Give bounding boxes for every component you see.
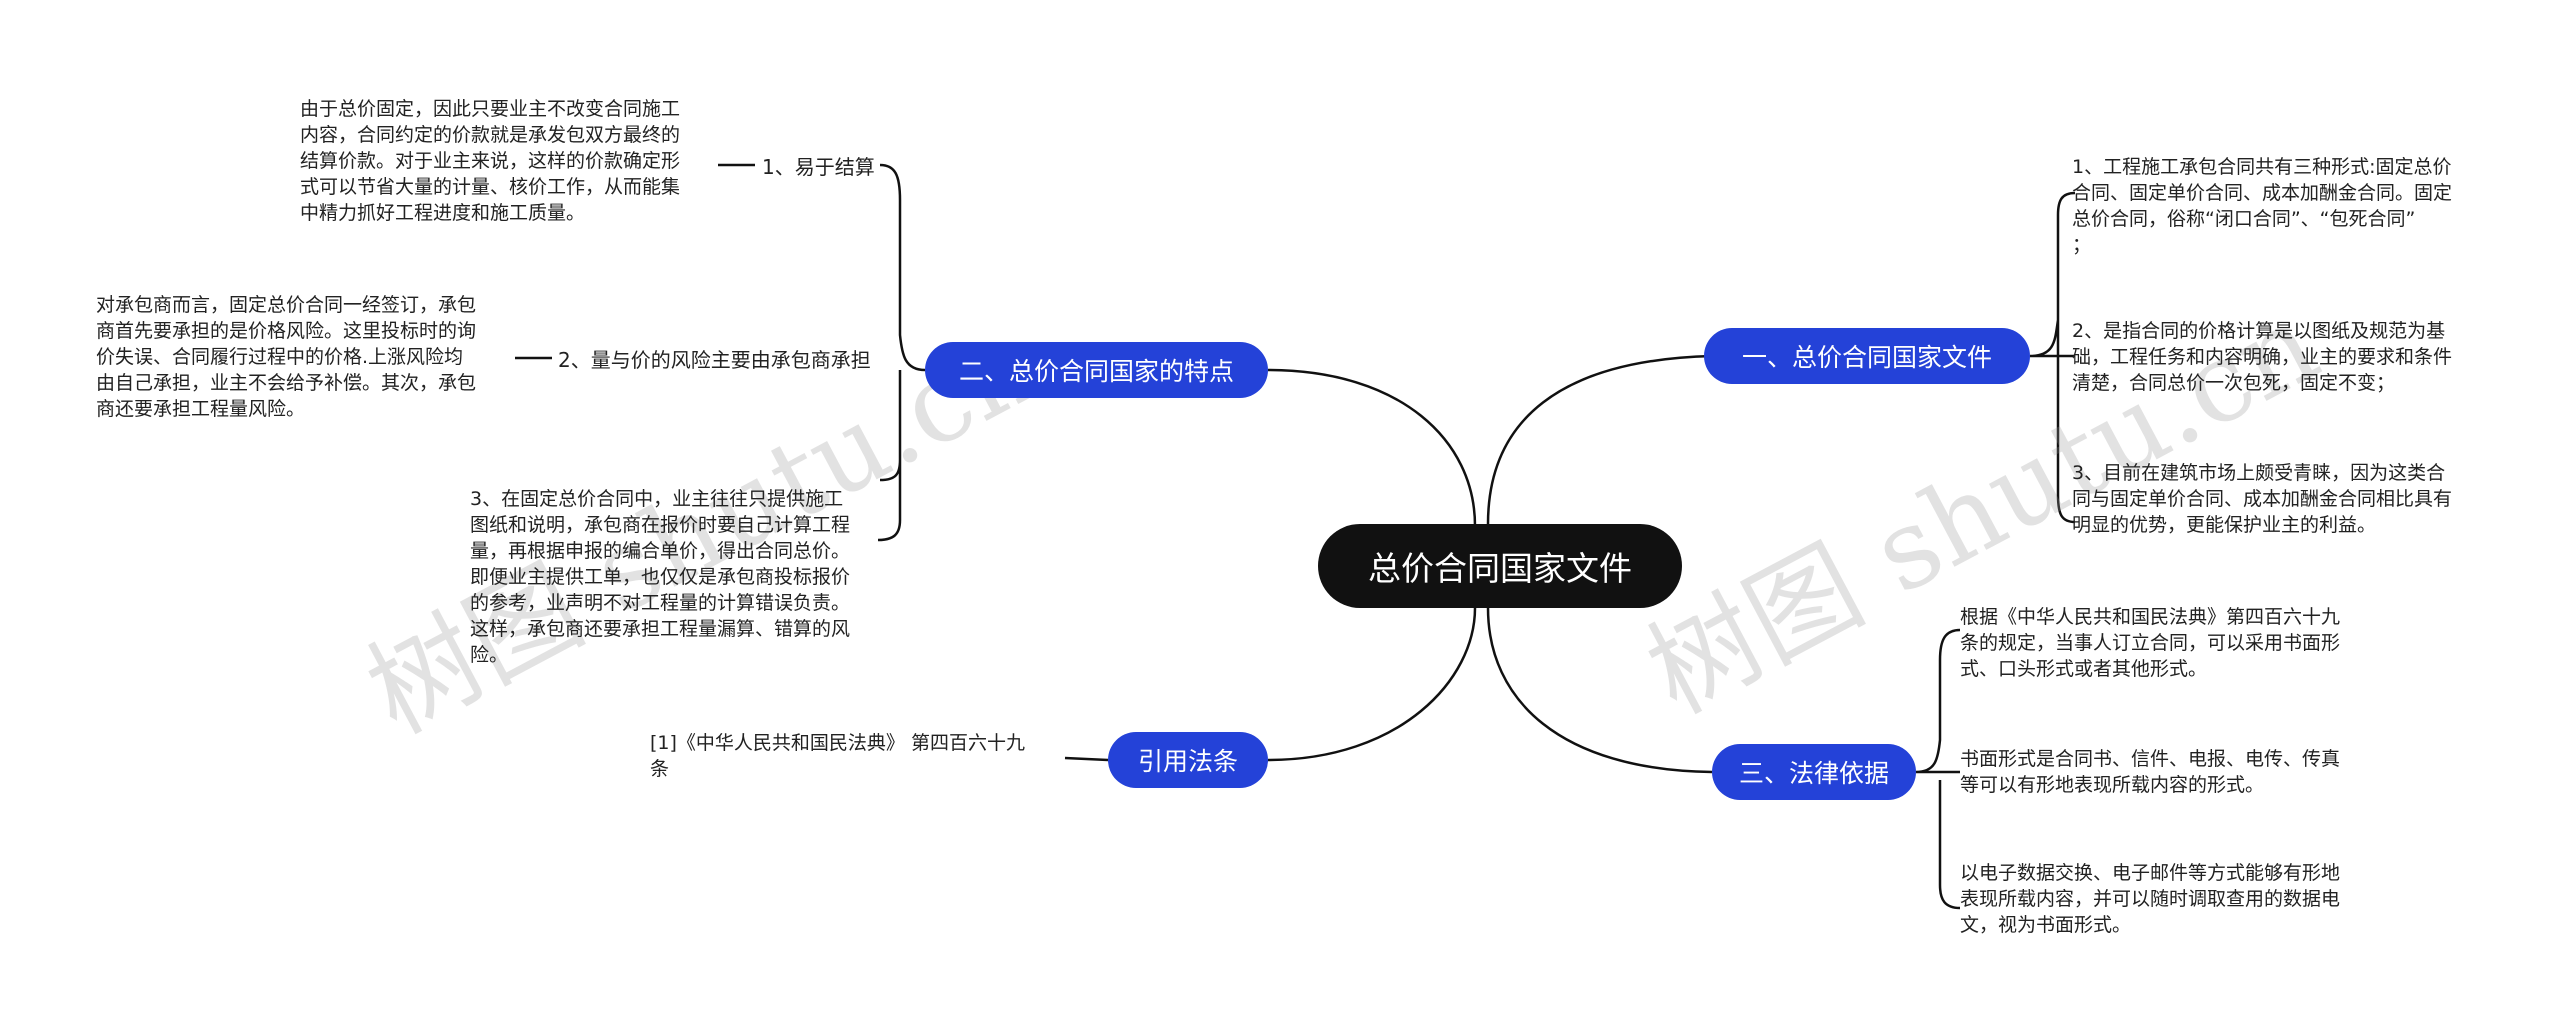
leaf-line: 础，工程任务和内容明确，业主的要求和条件	[2072, 346, 2453, 368]
leaf-line: 中精力抓好工程进度和施工质量。	[300, 202, 586, 224]
leaf-line: 条	[650, 758, 670, 780]
leaf-line: 等可以有形地表现所载内容的形式。	[1960, 774, 2265, 796]
leaf-line: 商还要承担工程量风险。	[96, 398, 306, 420]
leaf-line: 根据《中华人民共和国民法典》第四百六十九	[1960, 606, 2341, 628]
branch-cited-law[interactable]: 引用法条	[1108, 732, 1268, 788]
connector-b4-items	[1064, 756, 1109, 762]
leaf-line: 价失误、合同履行过程中的价格.上涨风险均	[96, 346, 464, 368]
root-node[interactable]: 总价合同国家文件	[1318, 524, 1682, 608]
b1-item-2: 2、是指合同的价格计算是以图纸及规范为基 础，工程任务和内容明确，业主的要求和条…	[2072, 318, 2502, 396]
leaf-line: 对承包商而言，固定总价合同一经签订，承包	[96, 294, 477, 316]
leaf-line: 式、口头形式或者其他形式。	[1960, 658, 2208, 680]
leaf-line: 表现所载内容，并可以随时调取查用的数据电	[1960, 888, 2341, 910]
leaf-line: 由自己承担，业主不会给予补偿。其次，承包	[96, 372, 477, 394]
leaf-line: 这样，承包商还要承担工程量漏算、错算的风	[470, 618, 851, 640]
leaf-line: 内容，合同约定的价款就是承发包双方最终的	[300, 124, 681, 146]
branch-legal-basis[interactable]: 三、法律依据	[1712, 744, 1916, 800]
leaf-line: 条的规定，当事人订立合同，可以采用书面形	[1960, 632, 2341, 654]
leaf-line: 总价合同，俗称“闭口合同”、“包死合同”	[2072, 208, 2416, 230]
leaf-line: 以电子数据交换、电子邮件等方式能够有形地	[1960, 862, 2341, 884]
leaf-line: 式可以节省大量的计量、核价工作，从而能集	[300, 176, 681, 198]
leaf-line: 书面形式是合同书、信件、电报、电传、传真	[1960, 748, 2341, 770]
leaf-line: 结算价款。对于业主来说，这样的价款确定形	[300, 150, 681, 172]
b4-item-1: [1]《中华人民共和国民法典》 第四百六十九 条	[650, 730, 1070, 782]
leaf-line: 3、目前在建筑市场上颇受青睐，因为这类合	[2072, 462, 2446, 484]
leaf-line: 量，再根据申报的编合单价，得出合同总价。	[470, 540, 851, 562]
b3-item-1: 根据《中华人民共和国民法典》第四百六十九 条的规定，当事人订立合同，可以采用书面…	[1960, 604, 2390, 682]
b2-sub1-detail: 由于总价固定，因此只要业主不改变合同施工 内容，合同约定的价款就是承发包双方最终…	[300, 96, 720, 226]
b2-sub2-detail: 对承包商而言，固定总价合同一经签订，承包 商首先要承担的是价格风险。这里投标时的…	[96, 292, 516, 422]
leaf-line: 文，视为书面形式。	[1960, 914, 2132, 936]
leaf-line: 明显的优势，更能保护业主的利益。	[2072, 514, 2377, 536]
branch-total-price-document[interactable]: 一、总价合同国家文件	[1704, 328, 2030, 384]
b3-item-2: 书面形式是合同书、信件、电报、电传、传真 等可以有形地表现所载内容的形式。	[1960, 746, 2390, 798]
connector-b3-items	[1915, 628, 1961, 910]
branch-features[interactable]: 二、总价合同国家的特点	[925, 342, 1268, 398]
connector-root-b4	[1267, 607, 1477, 762]
b1-item-3: 3、目前在建筑市场上颇受青睐，因为这类合 同与固定单价合同、成本加酬金合同相比具…	[2072, 460, 2502, 538]
leaf-line: 险。	[470, 644, 509, 666]
leaf-line: 由于总价固定，因此只要业主不改变合同施工	[300, 98, 681, 120]
b2-item-3: 3、在固定总价合同中，业主往往只提供施工 图纸和说明，承包商在报价时要自己计算工…	[470, 486, 890, 668]
leaf-line: 1、工程施工承包合同共有三种形式:固定总价	[2072, 156, 2452, 178]
leaf-line: 合同、固定单价合同、成本加酬金合同。固定	[2072, 182, 2453, 204]
b1-item-1: 1、工程施工承包合同共有三种形式:固定总价 合同、固定单价合同、成本加酬金合同。…	[2072, 154, 2502, 258]
b2-sub-risk[interactable]: 2、量与价的风险主要由承包商承担	[558, 348, 871, 372]
leaf-line: 同与固定单价合同、成本加酬金合同相比具有	[2072, 488, 2453, 510]
leaf-line: 图纸和说明，承包商在报价时要自己计算工程	[470, 514, 851, 536]
leaf-line: 即便业主提供工单，也仅仅是承包商投标报价	[470, 566, 851, 588]
leaf-line: 的参考，业声明不对工程量的计算错误负责。	[470, 592, 851, 614]
connector-b1-items	[2029, 191, 2076, 524]
leaf-line: 2、是指合同的价格计算是以图纸及规范为基	[2072, 320, 2446, 342]
leaf-line: 商首先要承担的是价格风险。这里投标时的询	[96, 320, 477, 342]
leaf-line: 清楚，合同总价一次包死，固定不变；	[2072, 372, 2396, 394]
b2-sub-easy-settlement[interactable]: 1、易于结算	[762, 155, 875, 179]
leaf-line: [1]《中华人民共和国民法典》 第四百六十九	[650, 732, 1025, 754]
connector-root-b2	[1267, 368, 1477, 527]
connector-b2-items	[877, 163, 926, 542]
leaf-line: ；	[2072, 234, 2092, 256]
leaf-line: 3、在固定总价合同中，业主往往只提供施工	[470, 488, 844, 510]
connector-root-b3	[1486, 607, 1713, 774]
b3-item-3: 以电子数据交换、电子邮件等方式能够有形地 表现所载内容，并可以随时调取查用的数据…	[1960, 860, 2390, 938]
connector-root-b1	[1486, 354, 1713, 525]
